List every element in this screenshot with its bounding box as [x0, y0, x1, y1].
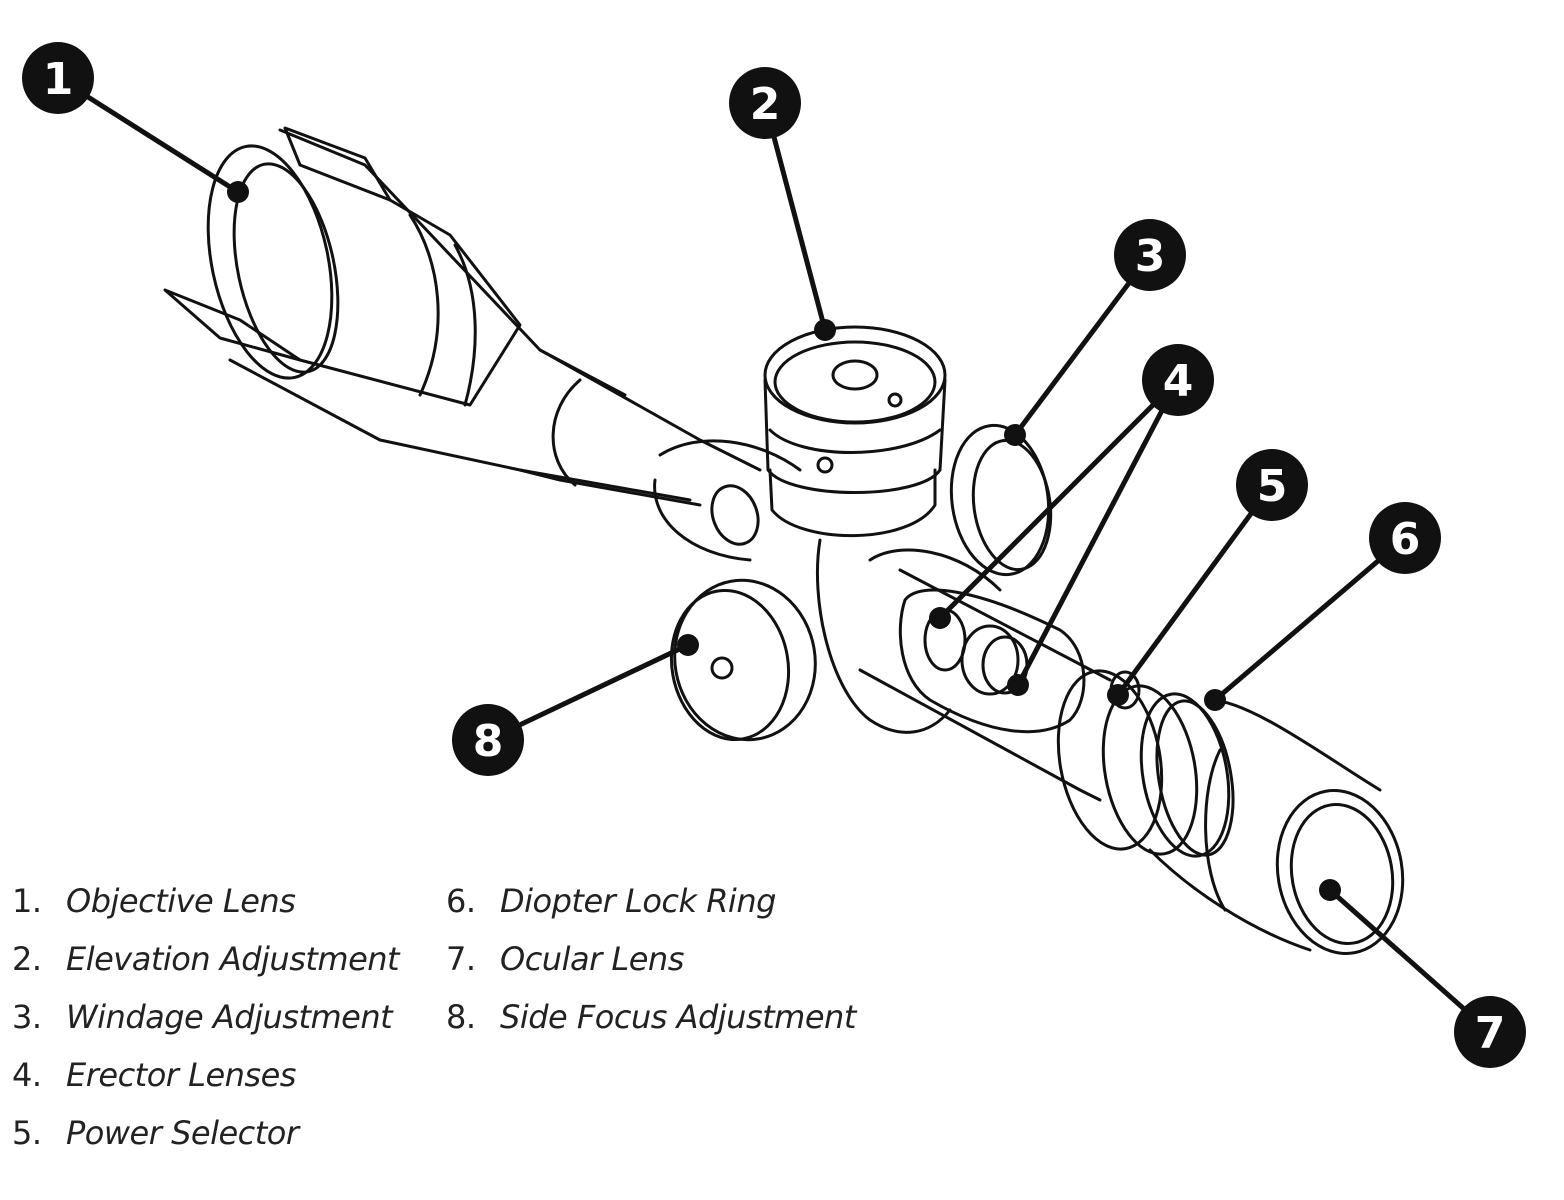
legend-number: 5. — [12, 1114, 42, 1152]
callout-1: 1 — [22, 42, 94, 114]
leader-line-4a — [937, 377, 1181, 621]
legend-item-power-selector: 5. Power Selector — [12, 1114, 299, 1152]
legend-label: Side Focus Adjustment — [500, 998, 856, 1036]
leader-line-4b — [1015, 377, 1181, 688]
legend-item-elevation-adjustment: 2. Elevation Adjustment — [12, 940, 400, 978]
legend-number: 8. — [446, 998, 476, 1036]
legend-number: 4. — [12, 1056, 42, 1094]
windage-turret — [949, 423, 1053, 577]
leader-line-8 — [485, 642, 691, 743]
legend-label: Ocular Lens — [500, 940, 684, 978]
callout-4-number: 4 — [1163, 356, 1194, 407]
turret-saddle — [653, 439, 1002, 734]
legend-item-ocular-lens: 7. Ocular Lens — [446, 940, 684, 978]
legend-number: 3. — [12, 998, 42, 1036]
callout-6: 6 — [1369, 502, 1441, 574]
legend-label: Power Selector — [66, 1114, 299, 1152]
callout-6-number: 6 — [1390, 514, 1421, 565]
legend-item-objective-lens: 1. Objective Lens — [12, 882, 296, 920]
leader-dots — [227, 181, 1341, 901]
legend-item-windage-adjustment: 3. Windage Adjustment — [12, 998, 393, 1036]
legend-label: Windage Adjustment — [66, 998, 393, 1036]
ocular-housing — [1148, 698, 1405, 955]
leader-line-3 — [1012, 252, 1153, 438]
leader-lines — [55, 75, 1493, 1035]
callout-3-number: 3 — [1135, 231, 1166, 282]
legend-label: Erector Lenses — [66, 1056, 296, 1094]
leader-line-2 — [762, 100, 828, 333]
elevation-turret — [763, 325, 947, 538]
callout-2-number: 2 — [750, 79, 781, 130]
callout-2: 2 — [729, 67, 801, 139]
legend-item-side-focus-adjustment: 8. Side Focus Adjustment — [446, 998, 856, 1036]
callout-badges: 1 2 3 4 5 6 7 8 — [22, 42, 1526, 1068]
legend-label: Elevation Adjustment — [66, 940, 400, 978]
erector-window — [898, 588, 1086, 734]
leader-line-5 — [1115, 482, 1275, 698]
side-focus-knob — [669, 578, 817, 742]
callout-4: 4 — [1142, 344, 1214, 416]
callout-8: 8 — [452, 704, 524, 776]
callout-5-number: 5 — [1257, 461, 1288, 512]
leader-line-6 — [1212, 535, 1408, 703]
power-ring — [1056, 669, 1199, 856]
callout-3: 3 — [1114, 219, 1186, 291]
legend-label: Diopter Lock Ring — [500, 882, 776, 920]
callout-1-number: 1 — [43, 54, 74, 105]
legend-number: 1. — [12, 882, 42, 920]
callout-8-number: 8 — [473, 716, 504, 767]
legend-number: 6. — [446, 882, 476, 920]
callout-7-number: 7 — [1475, 1008, 1506, 1059]
callout-5: 5 — [1236, 449, 1308, 521]
legend-item-diopter-lock-ring: 6. Diopter Lock Ring — [446, 882, 776, 920]
callout-7: 7 — [1454, 996, 1526, 1068]
legend-number: 2. — [12, 940, 42, 978]
legend-number: 7. — [446, 940, 476, 978]
legend-label: Objective Lens — [66, 882, 296, 920]
legend-item-erector-lenses: 4. Erector Lenses — [12, 1056, 296, 1094]
